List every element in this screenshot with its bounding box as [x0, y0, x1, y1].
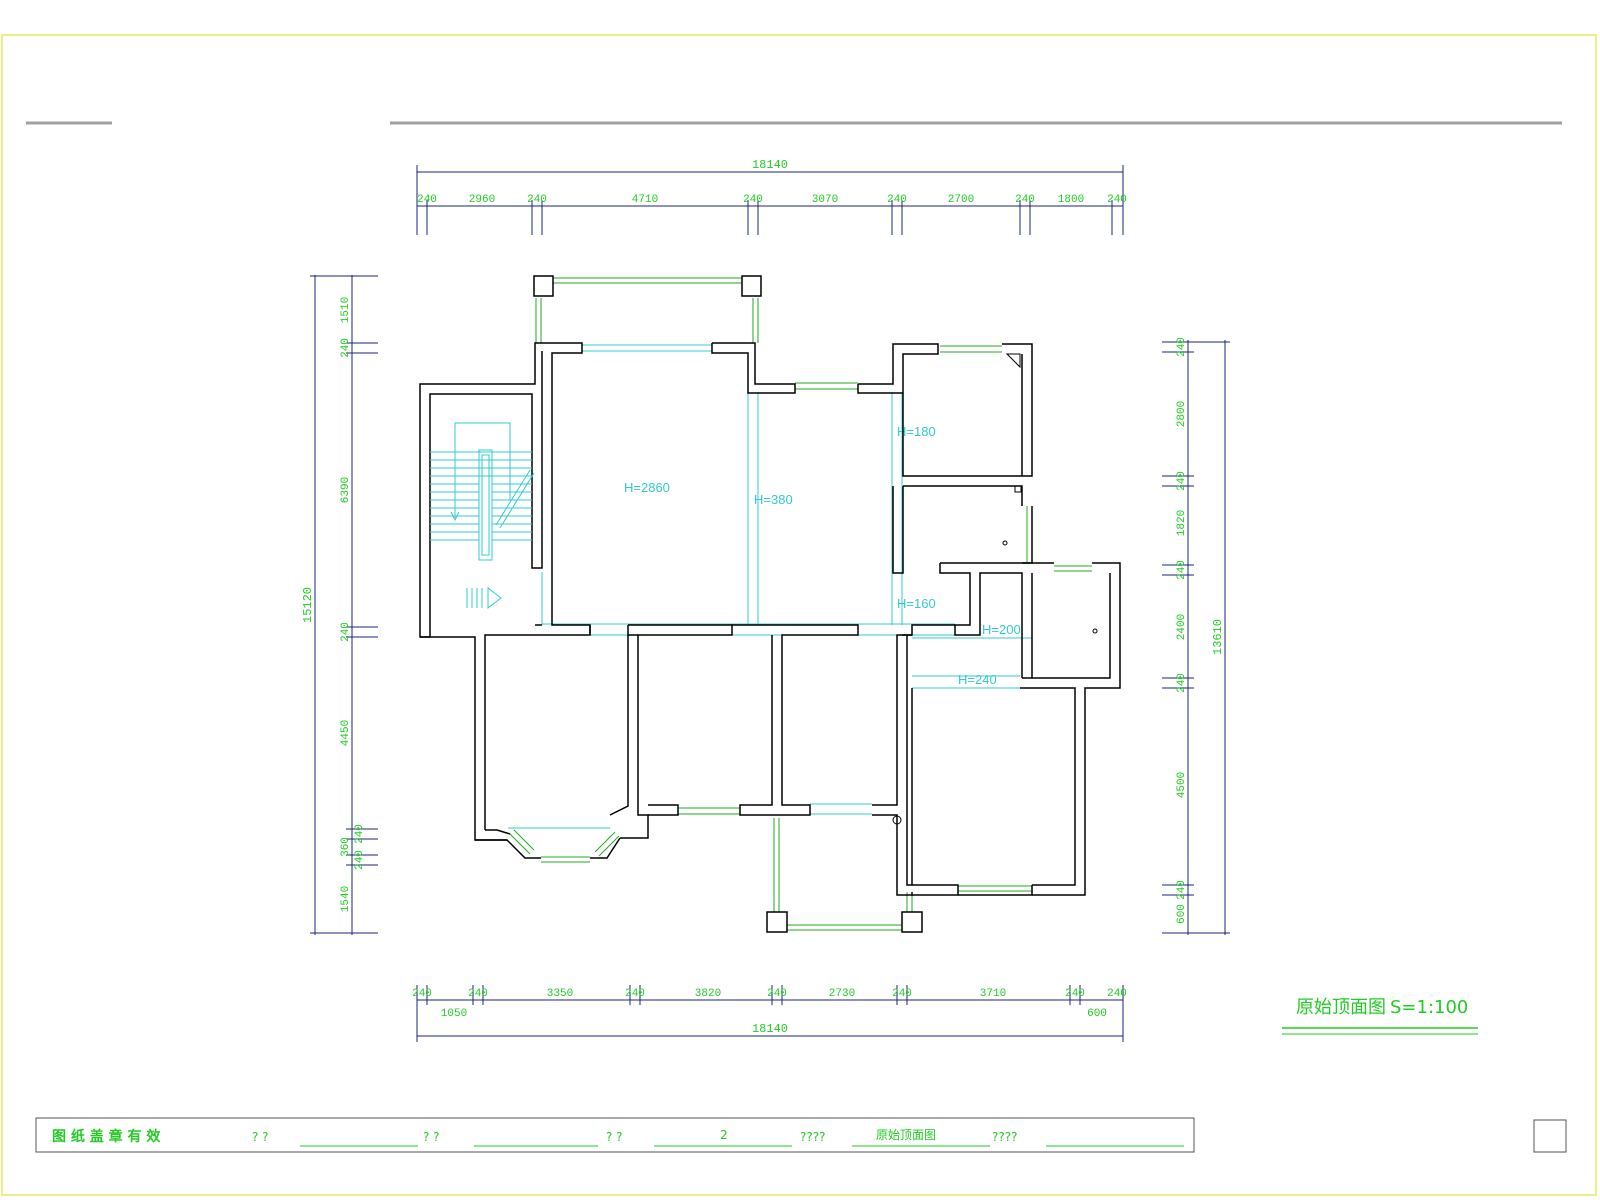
- title-block-stamp-notice: 图 纸 盖 章 有 效: [52, 1128, 161, 1145]
- drawing-scale: S=1:100: [1390, 997, 1468, 1018]
- title-block-frame: [35, 1117, 1195, 1153]
- right-dim-4: 240: [1176, 560, 1188, 580]
- title-block-field1-label: ? ?: [252, 1130, 269, 1144]
- bottom-dim-9: 240: [1065, 988, 1085, 1000]
- right-dim-5: 2400: [1176, 614, 1188, 640]
- bottom-dim-1: 240: [468, 988, 488, 1000]
- left-dim-2: 6390: [340, 477, 352, 503]
- left-dimension-chain: [310, 275, 378, 935]
- fixture-corner: [1005, 353, 1021, 369]
- title-block-field3-value: 2: [720, 1128, 728, 1142]
- left-dim-8: 1540: [340, 886, 352, 912]
- title-block-field5-label: ????: [992, 1130, 1017, 1144]
- drawing-title: 原始顶面图: [1296, 997, 1386, 1018]
- top-dim-0: 240: [417, 194, 437, 206]
- title-block-field2-label: ? ?: [423, 1130, 440, 1144]
- ceiling-label-1: H=380: [754, 492, 793, 507]
- right-dim-0: 240: [1176, 337, 1188, 357]
- ceiling-label-5: H=240: [958, 672, 997, 687]
- top-dim-1: 2960: [469, 194, 495, 206]
- sheet-frame: [1, 34, 1597, 1196]
- top-dim-7: 2700: [948, 194, 974, 206]
- ceiling-label-4: H=200: [982, 622, 1021, 637]
- windows: [509, 277, 1092, 931]
- top-dim-3: 4710: [632, 194, 658, 206]
- bottom-dim-7: 240: [892, 988, 912, 1000]
- stair-symbol: [430, 422, 535, 610]
- title-block-field3-label: ? ?: [606, 1130, 623, 1144]
- bottom-dim-4: 3820: [695, 988, 721, 1000]
- ceiling-label-0: H=2860: [624, 480, 670, 495]
- title-block-field4-value: 原始顶面图: [876, 1128, 936, 1142]
- ceiling-label-2: H=180: [897, 424, 936, 439]
- bottom-dim-2: 3350: [547, 988, 573, 1000]
- left-dim-6: 360: [340, 837, 352, 857]
- top-dim-2: 240: [527, 194, 547, 206]
- bottom-dim-6: 2730: [829, 988, 855, 1000]
- left-dim-7: 240: [354, 850, 366, 870]
- top-dim-4: 240: [743, 194, 763, 206]
- right-dim-9: 600: [1176, 904, 1188, 924]
- bottom-dim-5: 240: [767, 988, 787, 1000]
- fixture-pipe: [892, 815, 902, 825]
- left-segment-labels: 1510 240 6390 240 4450 240 360 240 1540: [340, 297, 366, 912]
- bottom-dim-0: 240: [412, 988, 432, 1000]
- bottom-dim-3: 240: [625, 988, 645, 1000]
- fixtures: [892, 353, 1098, 825]
- bottom-sub-left-dim: 1050: [441, 1008, 467, 1020]
- right-dim-6: 240: [1176, 673, 1188, 693]
- right-segment-labels: 240 2800 240 1820 240 2400 240 4500 240 …: [1176, 337, 1188, 924]
- right-dim-7: 4500: [1176, 772, 1188, 798]
- bottom-segment-labels: 240 240 3350 240 3820 240 2730 240 3710 …: [412, 988, 1127, 1000]
- right-dim-8: 240: [1176, 880, 1188, 900]
- corner-box: [1533, 1119, 1567, 1153]
- fixture-square: [1014, 485, 1022, 493]
- left-dim-0: 1510: [340, 297, 352, 323]
- fixture-dot: [1092, 628, 1098, 634]
- left-dim-4: 4450: [340, 720, 352, 746]
- bottom-dimension-chain: [416, 985, 1124, 1042]
- right-dimension-chain: [1162, 340, 1230, 935]
- left-dim-3: 240: [340, 622, 352, 642]
- top-segment-labels: 240 2960 240 4710 240 3070 240 2700 240 …: [417, 194, 1127, 206]
- left-dim-5: 240: [354, 824, 366, 844]
- fixture-dot: [1002, 540, 1008, 546]
- top-total-dim: 18140: [752, 158, 788, 172]
- top-dim-6: 240: [887, 194, 907, 206]
- right-dim-2: 240: [1176, 471, 1188, 491]
- bottom-total-dim: 18140: [752, 1022, 788, 1036]
- right-total-dim: 13610: [1211, 619, 1225, 655]
- right-dim-3: 1820: [1176, 510, 1188, 536]
- top-dim-9: 1800: [1058, 194, 1084, 206]
- bottom-sub-right-dim: 600: [1087, 1008, 1107, 1020]
- top-dimension-chain: [416, 165, 1124, 235]
- ceiling-lines: [508, 344, 1032, 829]
- bottom-dim-10: 240: [1107, 988, 1127, 1000]
- top-dim-8: 240: [1015, 194, 1035, 206]
- ceiling-label-3: H=160: [897, 596, 936, 611]
- left-total-dim: 15120: [301, 587, 315, 623]
- walls: [419, 275, 1121, 933]
- top-dim-10: 240: [1107, 194, 1127, 206]
- right-dim-1: 2800: [1176, 401, 1188, 427]
- left-dim-1: 240: [340, 338, 352, 358]
- bottom-dim-8: 3710: [980, 988, 1006, 1000]
- title-block-field4-label: ????: [800, 1130, 825, 1144]
- top-dim-5: 3070: [812, 194, 838, 206]
